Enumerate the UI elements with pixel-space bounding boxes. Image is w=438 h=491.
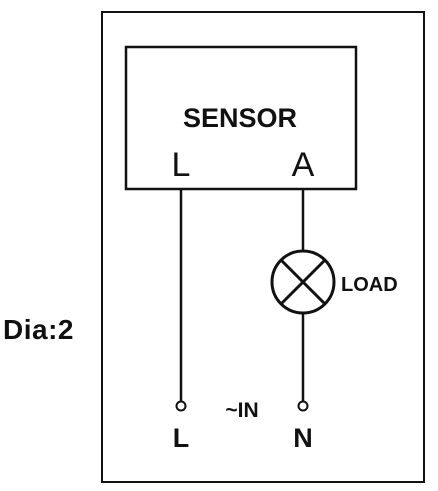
outer-frame: [101, 11, 425, 483]
sensor-box: [124, 45, 358, 191]
sensor-terminal-a: A: [292, 146, 315, 184]
diagram-caption: Dia:2: [3, 314, 74, 345]
sensor-terminal-l: L: [172, 146, 191, 184]
terminal-n-node: [297, 400, 309, 412]
supply-label: ~IN: [225, 399, 258, 422]
supply-terminal-n: N: [293, 423, 313, 453]
terminal-l-node: [175, 400, 187, 412]
lamp-icon: [270, 249, 336, 315]
load-label: LOAD: [341, 274, 398, 296]
supply-terminal-l: L: [173, 423, 190, 453]
sensor-title: SENSOR: [183, 103, 297, 133]
